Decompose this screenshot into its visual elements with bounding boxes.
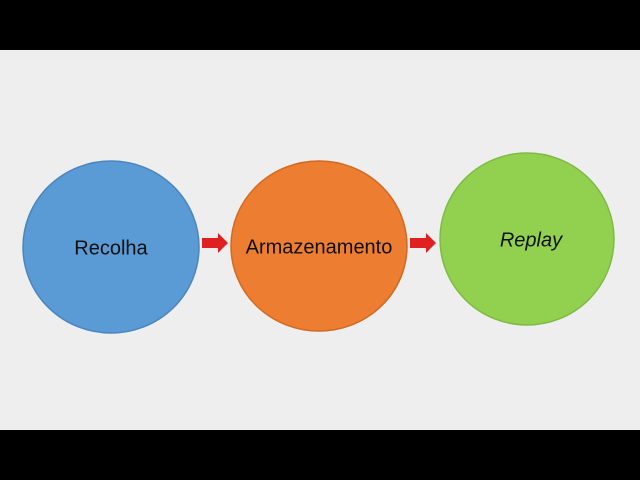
node-replay-label: Replay: [500, 229, 563, 251]
slide-canvas: Recolha Armazenamento Replay: [0, 50, 640, 430]
node-recolha-label: Recolha: [74, 237, 148, 259]
node-recolha-circle: [22, 160, 200, 334]
process-flow-diagram: Recolha Armazenamento Replay: [22, 152, 615, 334]
node-replay-circle: [439, 152, 615, 326]
arrow-2-shape: [410, 233, 436, 253]
arrow-armazenamento-to-replay: [410, 233, 436, 253]
node-recolha: Recolha: [22, 160, 200, 334]
arrow-1-shape: [202, 233, 228, 253]
node-armazenamento-label: Armazenamento: [246, 236, 393, 258]
node-armazenamento-circle: [230, 160, 408, 332]
node-armazenamento: Armazenamento: [230, 160, 408, 332]
arrow-recolha-to-armazenamento: [202, 233, 228, 253]
node-replay: Replay: [439, 152, 615, 326]
